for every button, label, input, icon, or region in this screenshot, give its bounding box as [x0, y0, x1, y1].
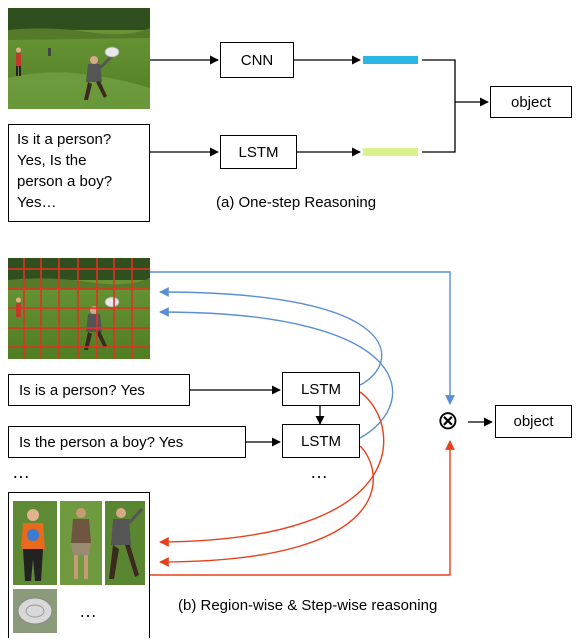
object-box-b: object	[495, 405, 572, 438]
operator-symbol: ⊗	[437, 406, 459, 436]
ellipsis-left: …	[12, 462, 32, 482]
question-1-text: Is is a person? Yes	[19, 381, 145, 399]
lstm-label-b1: LSTM	[300, 380, 341, 398]
dialog-box: Is it a person? Yes, Is the person a boy…	[8, 124, 150, 222]
red-arrow-lstm1-to-crops	[159, 391, 385, 547]
blue-arrow-lstm1-to-image	[159, 287, 383, 386]
object-label-b: object	[513, 413, 554, 430]
object-label-a: object	[510, 93, 552, 111]
question-1-box: Is is a person? Yes	[8, 374, 190, 406]
ellipsis-mid: …	[310, 462, 330, 482]
region-crops	[13, 501, 145, 633]
red-arrow-to-operator	[150, 440, 455, 576]
merge-line	[422, 59, 456, 153]
dialog-line-2: Yes, Is the	[17, 152, 87, 169]
scene-photo-a	[8, 8, 150, 109]
caption-a: (a) One-step Reasoning	[216, 194, 377, 211]
lstm-feature-bar	[363, 148, 418, 156]
red-arrow-lstm2-to-crops	[159, 445, 374, 567]
question-2-text: Is the person a boy? Yes	[19, 433, 184, 451]
lstm-label-b2: LSTM	[300, 432, 341, 450]
blue-arrow-to-operator	[150, 271, 455, 405]
caption-b: (b) Region-wise & Step-wise reasoning	[178, 597, 438, 614]
dialog-line-3: person a boy?	[17, 173, 113, 190]
dialog-line-4: Yes…	[17, 194, 57, 211]
dialog-line-1: Is it a person?	[17, 131, 112, 148]
lstm-box-b1: LSTM	[282, 372, 360, 406]
lstm-box-b2: LSTM	[282, 424, 360, 458]
lstm-box-a: LSTM	[220, 135, 297, 169]
cnn-label: CNN	[240, 51, 274, 69]
cnn-box: CNN	[220, 42, 294, 78]
ellipsis-crops: …	[79, 601, 99, 621]
question-2-box: Is the person a boy? Yes	[8, 426, 246, 458]
cnn-feature-bar	[363, 56, 418, 64]
object-box-a: object	[490, 86, 572, 118]
scene-photo-grid	[8, 258, 150, 359]
region-crops-box: …	[8, 492, 150, 638]
lstm-label-a: LSTM	[238, 143, 279, 161]
